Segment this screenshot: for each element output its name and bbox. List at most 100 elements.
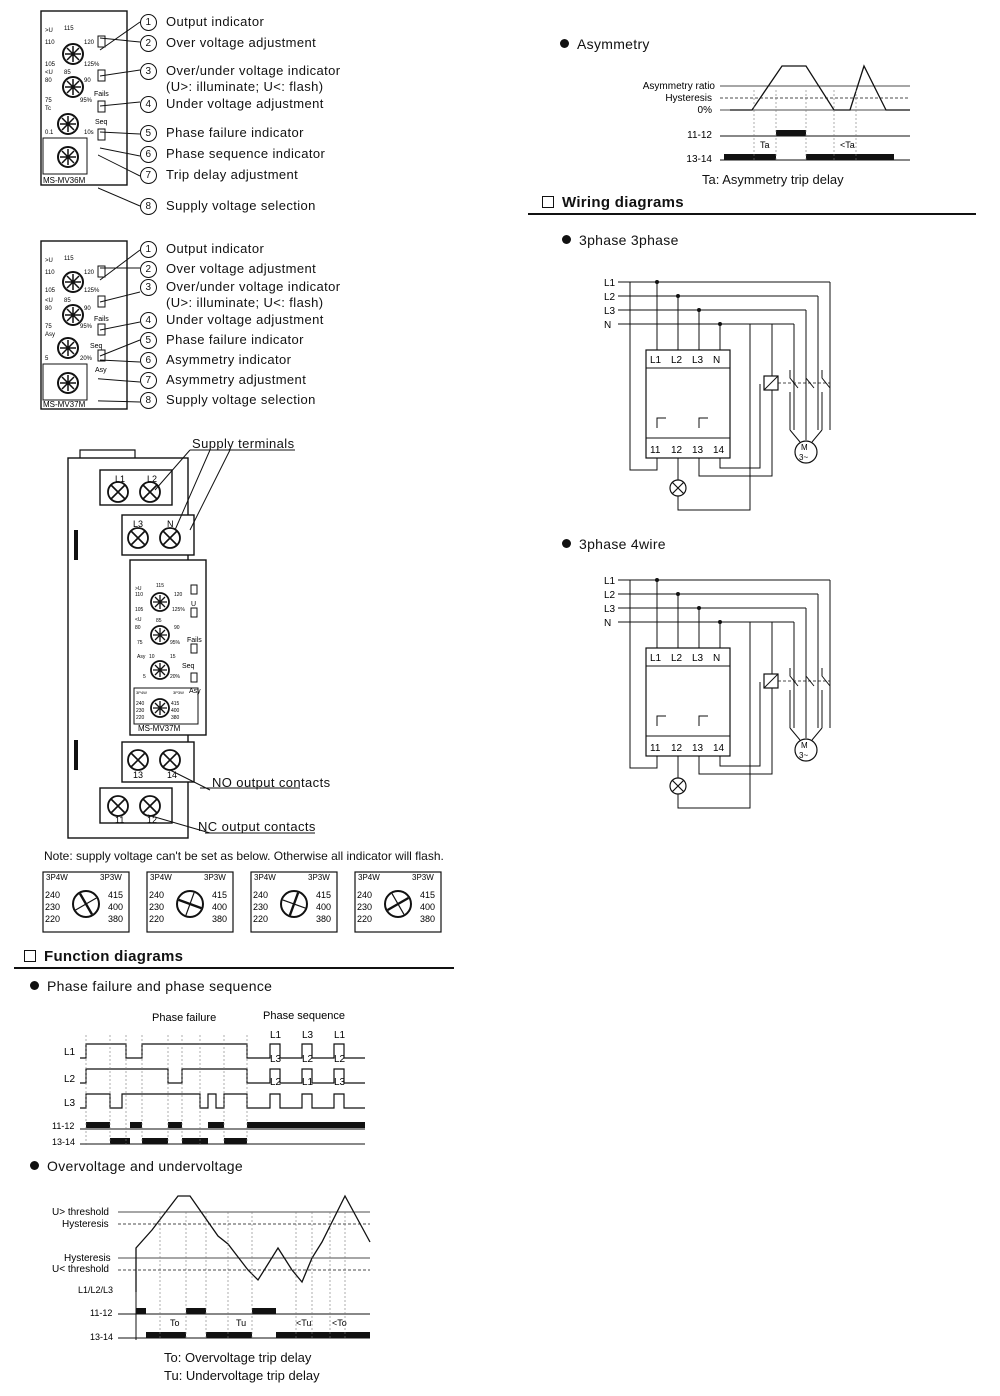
mv37-item-2-text: Over voltage adjustment [166, 261, 317, 276]
mv37-num-5: 5 [140, 332, 157, 349]
selector-r-value: 400 [212, 902, 227, 912]
ov-1314-on [276, 1332, 370, 1338]
mv36-item-3-text: Over/under voltage indicator [166, 62, 341, 78]
bullet-icon [562, 235, 571, 244]
svg-text:110: 110 [45, 270, 55, 276]
selector-right-label: 3P3W [204, 873, 226, 882]
device-dial-asy-10: 10 [149, 654, 155, 660]
relay-contact-symbol [656, 417, 708, 428]
device-drawing: L1 L2 L3 N 13 14 11 12 U Fails Seq Asy >… [67, 449, 315, 839]
asy-1314-on [724, 154, 776, 160]
lamp-icon-cross [671, 481, 685, 495]
device-dial-asy-15: 15 [170, 654, 176, 660]
mv37-model-label: MS-MV37M [43, 400, 86, 409]
bullet-icon [30, 981, 39, 990]
seq-lbl-b1: L3 [302, 1030, 314, 1041]
selector-r-value: 415 [108, 890, 123, 900]
device-dial-under-name: <U [135, 617, 142, 623]
seq-lbl-c3: L3 [334, 1077, 346, 1088]
ov-1112-on [136, 1308, 146, 1314]
device-dial-under-80: 80 [135, 625, 141, 631]
relay-1314-on [110, 1138, 130, 1144]
asy-delay-ta: Ta [760, 140, 770, 150]
wiring-line-label: N [604, 320, 611, 331]
selector-pointer-cross [185, 892, 195, 916]
asy-lbl-hyst: Hysteresis [665, 93, 712, 104]
relay-top-terminal: L1 [650, 355, 662, 366]
wiring-line-label: L2 [604, 292, 616, 303]
mv36-num-3: 3 [140, 62, 157, 80]
svg-text:>U: >U [45, 258, 53, 264]
ov-lbl-hyst2: Hysteresis [64, 1253, 111, 1264]
ov-delay-ltu: <Tu [296, 1318, 311, 1328]
svg-text:90: 90 [84, 78, 91, 84]
ps-label: Phase sequence [263, 1010, 345, 1022]
selector-l-value: 240 [357, 890, 372, 900]
relay-body [645, 647, 731, 757]
ov-title-text: Overvoltage and undervoltage [47, 1158, 243, 1174]
wiring-d2-text: 3phase 4wire [579, 536, 666, 552]
overvoltage-diagram: U> threshold Hysteresis Hysteresis U< th… [52, 1194, 371, 1342]
function-rule [14, 967, 454, 969]
selector-l-value: 220 [45, 914, 60, 924]
function-diagrams-title: Function diagrams [24, 948, 183, 965]
mv37-num-6: 6 [140, 352, 157, 369]
motor-label: M [801, 741, 808, 750]
device-dial-volt-3p4w: 3P4W [136, 690, 147, 695]
svg-text:20%: 20% [80, 356, 93, 362]
wiring-title-text: Wiring diagrams [562, 194, 684, 211]
device-dial-volt-415: 415 [171, 701, 180, 707]
wiring-line-label: L3 [604, 604, 616, 615]
asy-ratio-curve [730, 64, 910, 111]
pf-row-l3: L3 [64, 1098, 76, 1109]
ov-delay-lto: <To [332, 1318, 347, 1328]
svg-text:<U: <U [45, 70, 53, 76]
seq-lbl-b3: L1 [302, 1077, 314, 1088]
bullet-icon [562, 539, 571, 548]
wiring-line-label: L2 [604, 590, 616, 601]
selector-pointer-cross [282, 899, 306, 909]
pf-title-text: Phase failure and phase sequence [47, 978, 273, 994]
device-dial-over-name: >U [135, 586, 142, 592]
relay-top-terminal: L1 [650, 653, 662, 664]
relay-bot-terminal: 11 [650, 445, 661, 456]
mv37-item-3-text: Over/under voltage indicator [166, 279, 341, 294]
contactor-coil-diag [763, 673, 779, 689]
svg-text:90: 90 [84, 306, 91, 312]
device-led-seq: Seq [182, 663, 195, 670]
device-dial-under-95: 95% [170, 640, 181, 646]
seq-lbl-a3: L2 [270, 1077, 282, 1088]
supply-voltage-note: Note: supply voltage can't be set as bel… [44, 849, 444, 863]
relay-top-terminal: L2 [671, 355, 683, 366]
device-term-14: 14 [167, 770, 177, 780]
asy-lbl-zero: 0% [698, 105, 713, 116]
svg-text:120: 120 [84, 270, 95, 276]
mv36-num-6: 6 [140, 146, 157, 164]
svg-text:Fails: Fails [94, 316, 109, 323]
selector-r-value: 380 [420, 914, 435, 924]
svg-text:5: 5 [45, 356, 49, 362]
ov-lbl-1112: 11-12 [90, 1308, 112, 1318]
device-led-asy: Asy [189, 688, 201, 695]
mv36-model-label: MS-MV36M [43, 176, 86, 185]
device-dial-volt-380: 380 [171, 715, 180, 721]
ov-lbl-lthr: U< threshold [52, 1264, 109, 1275]
svg-text:95%: 95% [80, 324, 93, 330]
motor-phase-label: 3~ [799, 453, 808, 462]
ov-lbl-l123: L1/L2/L3 [78, 1285, 113, 1295]
selector-r-value: 380 [316, 914, 331, 924]
mv37-item-3-note: (U>: illuminate; U<: flash) [166, 295, 324, 310]
asy-1314-on [806, 154, 894, 160]
pf-label: Phase failure [152, 1012, 216, 1024]
svg-text:115: 115 [64, 26, 74, 32]
mv37-item-6-text: Asymmetry indicator [166, 352, 292, 367]
relay-1314-on [182, 1138, 208, 1144]
device-dial-under-75: 75 [137, 640, 143, 646]
mv37-num-3: 3 [140, 279, 157, 296]
